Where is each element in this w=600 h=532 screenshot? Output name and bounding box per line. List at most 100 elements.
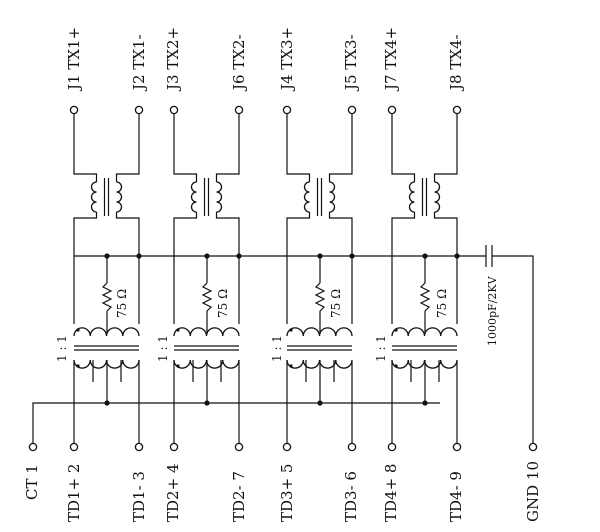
bottom-terminal-1a: [69, 442, 79, 452]
polarity-dot-top-2: [176, 328, 180, 332]
xfmr-secondary-1: [73, 359, 140, 369]
bottom-pin-label-gnd: GND 10: [524, 461, 542, 522]
wire-top-left-1: [73, 114, 98, 182]
choke-coil-right-3: [329, 181, 336, 213]
bus-dot-right-3: [349, 253, 355, 259]
bottom-terminal-2b: [234, 442, 244, 452]
wire-capacitor-gnd: [492, 255, 534, 443]
wire-choke-left-out-2: [173, 212, 198, 324]
choke-coil-left-3: [303, 181, 310, 213]
top-pin-label-j7: J7 TX4+: [382, 27, 400, 92]
bottom-terminal-gnd: [528, 442, 538, 452]
wire-top-right-3: [328, 114, 353, 182]
top-pin-label-j6: J6 TX2-: [230, 34, 248, 92]
xfmr-secondary-2: [173, 359, 240, 369]
resistor-label-4: 75 Ω: [435, 289, 449, 318]
capacitor-label: 1000pF/2KV: [486, 275, 499, 346]
bus-dot-right-4: [454, 253, 460, 259]
polarity-dot-bottom-1: [76, 364, 80, 368]
choke-coil-right-1: [116, 181, 123, 213]
bottom-pin-label-td3m: TD3- 6: [342, 471, 360, 522]
bottom-terminal-4a: [387, 442, 397, 452]
choke-coil-left-2: [190, 181, 197, 213]
bottom-terminal-3a: [282, 442, 292, 452]
top-terminal-2a: [169, 105, 179, 115]
bottom-pin-label-td2m: TD2- 7: [230, 471, 248, 522]
top-pin-label-j2: J2 TX1-: [130, 34, 148, 92]
wire-top-left-2: [173, 114, 198, 182]
bus-dot-right-2: [236, 253, 242, 259]
bottom-pin-label-td3p: TD3+ 5: [278, 464, 296, 522]
polarity-dot-bottom-2: [176, 364, 180, 368]
ct-bus-dot-1: [104, 400, 110, 406]
wires: [32, 114, 534, 443]
xfmr-secondary-4: [391, 359, 458, 369]
components: [76, 245, 493, 406]
resistor-label-3: 75 Ω: [329, 289, 343, 318]
wire-choke-right-out-3: [328, 212, 353, 324]
resistor-3: [314, 282, 326, 312]
wire-choke-left-out-3: [286, 212, 311, 324]
bottom-pin-labels: CT 1 TD1+ 2 TD1- 3 TD2+ 4 TD2- 7 TD3+ 5 …: [23, 461, 542, 522]
wire-top-left-3: [286, 114, 311, 182]
top-pin-label-j8: J8 TX4-: [447, 34, 465, 92]
top-terminal-4b: [452, 105, 462, 115]
resistor-4: [419, 282, 431, 312]
top-pin-label-j1: J1 TX1+: [65, 27, 83, 92]
bottom-terminal-3b: [347, 442, 357, 452]
coils: [73, 178, 458, 369]
top-terminal-4a: [387, 105, 397, 115]
top-terminal-1b: [134, 105, 144, 115]
bottom-pin-label-td4p: TD4+ 8: [382, 464, 400, 522]
polarity-dot-bottom-3: [289, 364, 293, 368]
ratio-label-2: 1 : 1: [156, 335, 170, 362]
top-terminal-1a: [69, 105, 79, 115]
wire-top-right-4: [433, 114, 458, 182]
bottom-pin-label-td4m: TD4- 9: [447, 471, 465, 522]
resistor-bus-dot-2: [204, 253, 210, 259]
bottom-pin-label-ct1: CT 1: [23, 464, 41, 500]
choke-coil-left-1: [90, 181, 97, 213]
polarity-dot-top-4: [394, 328, 398, 332]
bottom-terminal-4b: [452, 442, 462, 452]
polarity-dot-top-1: [76, 328, 80, 332]
ct-bus-dot-4: [422, 400, 428, 406]
bottom-terminal-1b: [134, 442, 144, 452]
resistor-bus-dot-4: [422, 253, 428, 259]
resistor-1: [101, 282, 113, 312]
wire-top-right-2: [215, 114, 240, 182]
top-terminal-3b: [347, 105, 357, 115]
xfmr-primary-4: [391, 327, 458, 337]
bottom-pin-label-td2p: TD2+ 4: [164, 464, 182, 522]
ratio-label-3: 1 : 1: [270, 335, 284, 362]
bottom-terminal-ct: [28, 442, 38, 452]
wire-choke-left-out-1: [73, 212, 98, 324]
choke-coil-left-4: [408, 181, 415, 213]
ct-bus: [32, 402, 440, 443]
resistor-bus-dot-1: [104, 253, 110, 259]
wire-choke-right-out-4: [433, 212, 458, 324]
bottom-pin-label-td1p: TD1+ 2: [65, 464, 83, 522]
resistor-label-1: 75 Ω: [115, 289, 129, 318]
ct-bus-dot-3: [317, 400, 323, 406]
choke-coil-right-2: [216, 181, 223, 213]
wire-choke-right-out-1: [115, 212, 140, 324]
xfmr-primary-3: [286, 327, 353, 337]
top-pin-label-j5: J5 TX3-: [342, 34, 360, 92]
polarity-dot-top-3: [289, 328, 293, 332]
choke-coil-right-4: [434, 181, 441, 213]
wire-choke-right-out-2: [215, 212, 240, 324]
ct-bus-dot-2: [204, 400, 210, 406]
channel-labels: 1 : 1 1 : 1 1 : 1 1 : 1 75 Ω 75 Ω 75 Ω 7…: [55, 275, 499, 362]
ratio-label-4: 1 : 1: [374, 335, 388, 362]
top-pin-labels: J1 TX1+ J2 TX1- J3 TX2+ J6 TX2- J4 TX3+ …: [65, 27, 465, 92]
bottom-pin-label-td1m: TD1- 3: [130, 471, 148, 522]
bottom-terminal-2a: [169, 442, 179, 452]
resistor-label-2: 75 Ω: [216, 289, 230, 318]
resistor-bus-dot-3: [317, 253, 323, 259]
polarity-dot-bottom-4: [394, 364, 398, 368]
top-pin-label-j3: J3 TX2+: [164, 27, 182, 92]
terminals: [28, 105, 538, 452]
bus-dot-right-1: [136, 253, 142, 259]
